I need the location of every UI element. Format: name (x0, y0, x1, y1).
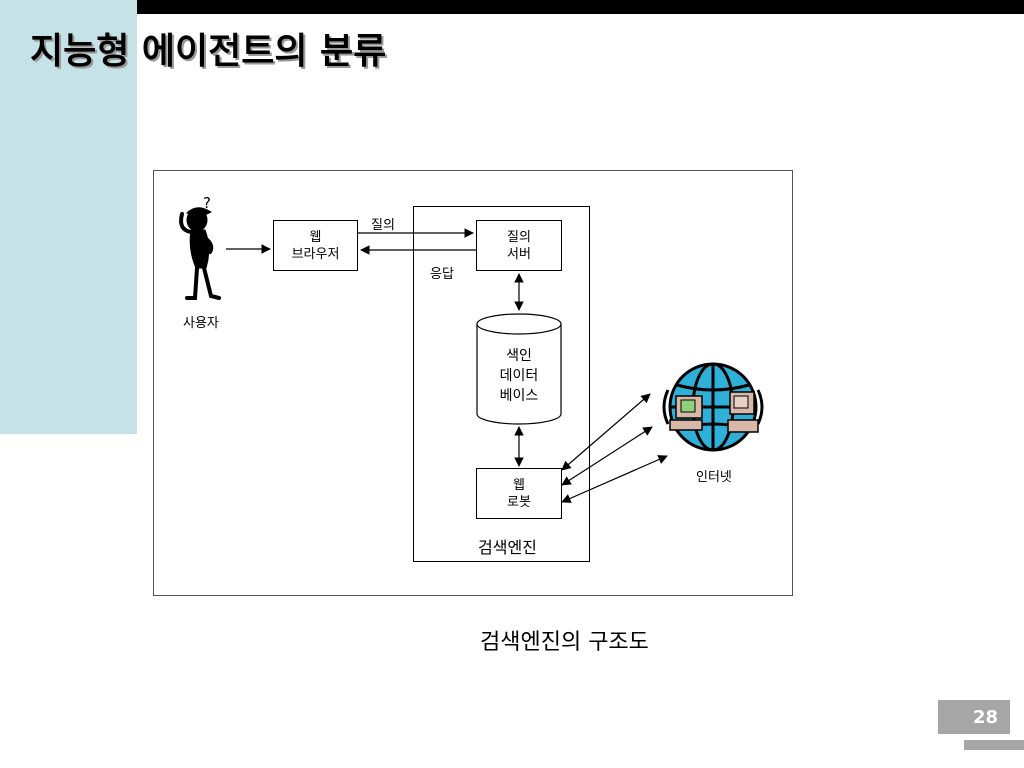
database-cylinder (476, 313, 562, 425)
search-engine-label: 검색엔진 (478, 538, 537, 557)
web-robot-box: 웹 로봇 (476, 468, 562, 519)
page-number-badge: 28 (938, 700, 1010, 734)
search-engine-box (413, 206, 590, 562)
page-number: 28 (972, 706, 998, 728)
user-label: 사용자 (183, 316, 219, 331)
arrow-robot-internet-1 (561, 393, 651, 471)
response-arrow-label: 응답 (430, 267, 454, 282)
user-figure-icon (179, 207, 221, 300)
internet-globe-icon (662, 362, 764, 452)
index-database-label: 색인 데이터 베이스 (499, 348, 539, 404)
page-number-underline (964, 740, 1024, 750)
slide-title: 지능형 에이전트의 분류 (30, 31, 387, 72)
arrow-robot-internet-3 (561, 455, 668, 503)
query-arrow-label: 질의 (371, 218, 395, 233)
diagram-caption: 검색엔진의 구조도 (480, 630, 649, 655)
query-server-box: 질의 서버 (476, 220, 562, 271)
internet-label: 인터넷 (696, 470, 732, 485)
side-panel (0, 0, 137, 434)
question-mark: ? (203, 194, 211, 212)
top-bar (35, 0, 1024, 14)
arrow-robot-internet-2 (561, 426, 653, 486)
web-browser-box: 웹 브라우저 (273, 220, 358, 271)
